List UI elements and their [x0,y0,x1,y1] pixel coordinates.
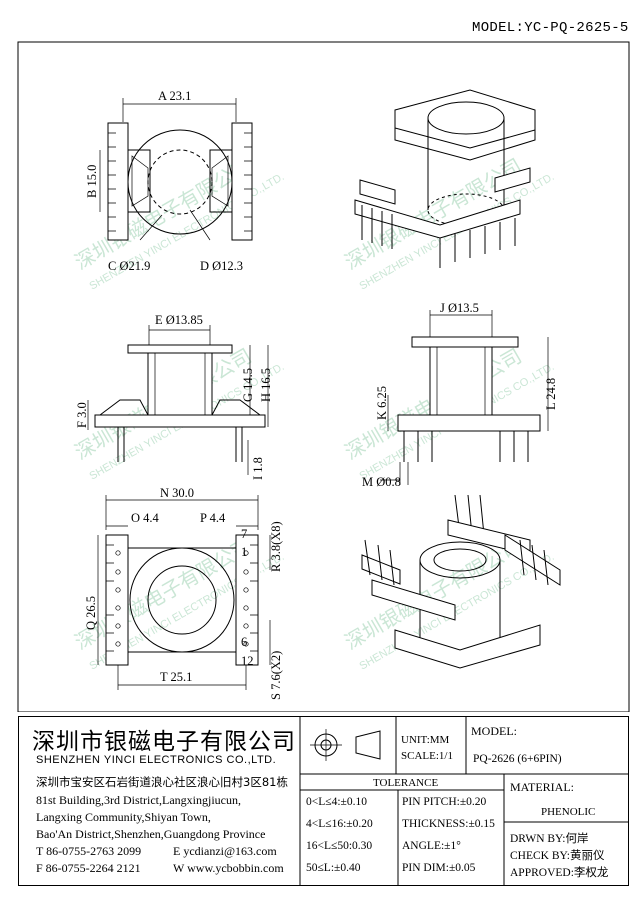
company-name-en: SHENZHEN YINCI ELECTRONICS CO.,LTD. [36,754,277,766]
address-line-2: Langxing Community,Shiyan Town, [36,810,211,824]
checked-by: CHECK BY:黄丽仪 [510,850,605,862]
pin-number-7: 7 [241,527,247,541]
drawing-border [17,41,630,712]
dim-n: N 30.0 [160,486,194,500]
dim-l: L 24.8 [544,378,558,410]
company-name-cn: 深圳市银磁电子有限公司 [32,729,296,755]
thickness-tolerance: THICKNESS:±0.15 [402,818,495,830]
top-view: A 23.1 B 15.0 C Ø21.9 D Ø12.3 [85,89,253,273]
tolerance-row-3: 16<L≤50:0.30 [306,840,373,852]
dim-s: S 7.6(X2) [269,651,283,700]
address-line-3: Bao'An District,Shenzhen,Guangdong Provi… [36,827,266,841]
technical-drawing: 深圳银磁电子有限公司 SHENZHEN YINCI ELECTRONICS CO… [17,41,630,712]
side-view: J Ø13.5 L 24.8 K 6.25 M Ø0.8 [362,301,558,489]
fax: F 86-0755-2264 2121 [36,861,141,875]
material-value: PHENOLIC [541,806,596,818]
isometric-view-1 [354,89,536,268]
dim-b: B 15.0 [85,165,99,198]
dim-i: I 1.8 [251,457,265,480]
model-label: MODEL: [471,724,517,738]
model-number-header: MODEL:YC-PQ-2625-5 [472,20,629,36]
dim-o: O 4.4 [131,511,160,525]
email: E ycdianzi@163.com [173,844,277,858]
dim-g: G 14.5 [241,368,255,402]
dim-p: P 4.4 [200,511,226,525]
dim-m: M Ø0.8 [362,475,401,489]
material-label: MATERIAL: [510,780,574,794]
pin-number-1: 1 [241,545,247,559]
isometric-view-2 [361,494,561,669]
scale: SCALE:1/1 [401,750,453,762]
dim-t: T 25.1 [160,670,192,684]
dim-d: D Ø12.3 [200,259,243,273]
dim-a: A 23.1 [158,89,191,103]
tolerance-title: TOLERANCE [373,777,439,789]
dim-q: Q 26.5 [84,596,98,630]
tolerance-row-4: 50≤L:±0.40 [306,862,361,874]
dim-k: K 6.25 [375,386,389,420]
tolerance-row-2: 4<L≤16:±0.20 [306,818,373,830]
pin-number-12: 12 [241,654,254,668]
pin-dim-tolerance: PIN DIM:±0.05 [402,862,476,874]
front-view: E Ø13.85 G 14.5 H 16.5 F 3.0 I 1.8 [75,313,273,480]
dim-r: R 3.8(X8) [269,521,283,572]
model-value: PQ-2626 (6+6PIN) [473,753,562,765]
angle-tolerance: ANGLE:±1° [402,840,461,852]
address-line-1: 81st Building,3rd District,Langxingjiucu… [36,793,241,807]
telephone: T 86-0755-2763 2099 [36,844,142,858]
website: W www.ycbobbin.com [173,861,284,875]
title-block-grid [18,716,629,886]
unit: UNIT:MM [401,734,450,746]
approved-by: APPROVED:李权龙 [510,867,609,879]
address-line-cn: 深圳市宝安区石岩街道浪心社区浪心旧村3区81栋 [36,775,288,789]
pin-pitch-tolerance: PIN PITCH:±0.20 [402,796,487,808]
drawn-by: DRWN BY:何岸 [510,833,589,845]
dim-f: F 3.0 [75,402,89,428]
title-block: 深圳市银磁电子有限公司 SHENZHEN YINCI ELECTRONICS C… [18,716,629,886]
dim-e: E Ø13.85 [155,313,203,327]
bottom-view: N 30.0 O 4.4 P 4.4 1 6 12 7 Q 26.5 R 3.8… [84,486,283,700]
dim-c: C Ø21.9 [108,259,150,273]
tolerance-row-1: 0<L≤4:±0.10 [306,796,367,808]
dim-j: J Ø13.5 [440,301,479,315]
dim-h: H 16.5 [259,368,273,402]
pin-number-6: 6 [241,635,247,649]
